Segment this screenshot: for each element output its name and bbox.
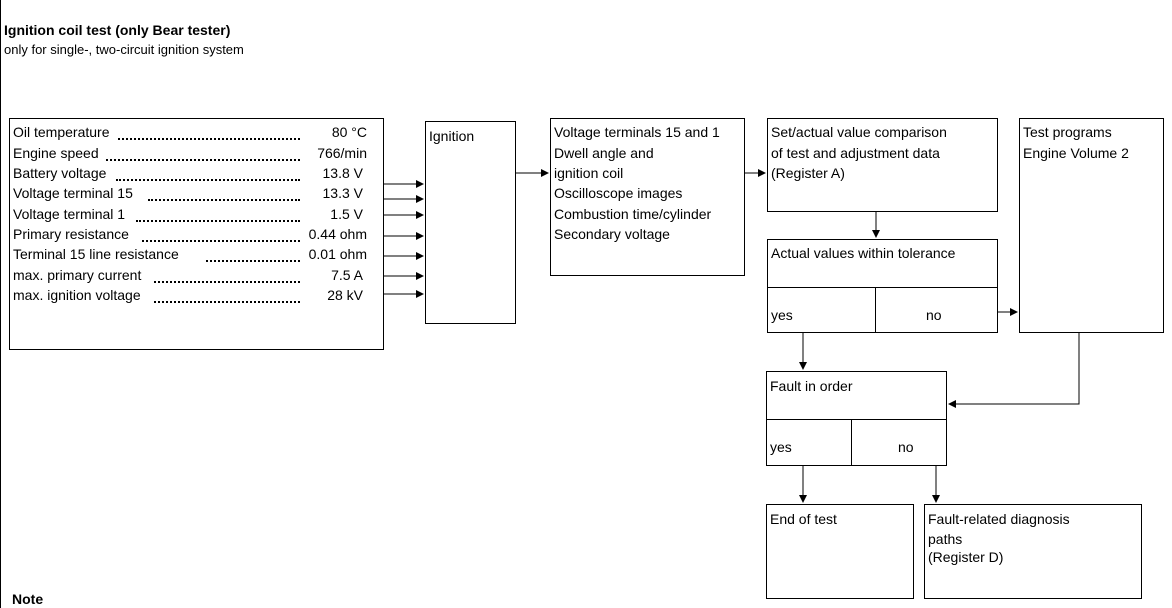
end-of-test-box: End of test bbox=[766, 504, 914, 599]
value-label: Voltage terminal 1 bbox=[13, 206, 126, 222]
measurement-line: Oscilloscope images bbox=[554, 185, 683, 201]
fault-yes-label: yes bbox=[770, 439, 792, 455]
leader-dots bbox=[142, 239, 300, 242]
diagnosis-line: Fault-related diagnosis bbox=[928, 511, 1070, 527]
note-heading: Note bbox=[12, 591, 44, 607]
value-reading: 766/min bbox=[317, 145, 367, 161]
value-label: Primary resistance bbox=[13, 226, 129, 242]
test-programs-box: Test programs Engine Volume 2 bbox=[1019, 118, 1164, 333]
measurement-line: Voltage terminals 15 and 1 bbox=[554, 124, 720, 140]
fault-decision-box: Fault in order yes no bbox=[766, 371, 947, 466]
leader-dots bbox=[154, 280, 300, 283]
measurement-line: Combustion time/cylinder bbox=[554, 206, 712, 222]
value-reading: 13.8 V bbox=[322, 165, 363, 181]
measurements-box: Voltage terminals 15 and 1 Dwell angle a… bbox=[550, 118, 745, 276]
leader-dots bbox=[116, 178, 300, 181]
measurement-line: Dwell angle and bbox=[554, 145, 654, 161]
diagnosis-line: paths bbox=[928, 531, 963, 547]
page-title: Ignition coil test (only Bear tester) bbox=[4, 22, 231, 38]
page-subtitle: only for single-, two-circuit ignition s… bbox=[4, 42, 244, 57]
value-reading: 0.44 ohm bbox=[308, 226, 367, 242]
diagnosis-line: (Register D) bbox=[928, 549, 1004, 565]
leader-dots bbox=[118, 137, 300, 140]
value-label: Battery voltage bbox=[13, 165, 107, 181]
comparison-line: (Register A) bbox=[771, 165, 845, 181]
left-border-rule bbox=[0, 0, 1, 608]
leader-dots bbox=[206, 259, 300, 262]
value-label: Engine speed bbox=[13, 145, 99, 161]
tolerance-no-label: no bbox=[926, 307, 942, 323]
fault-diagnosis-box: Fault-related diagnosis paths (Register … bbox=[924, 504, 1142, 599]
value-reading: 13.3 V bbox=[322, 185, 363, 201]
leader-dots bbox=[136, 219, 300, 222]
value-label: max. ignition voltage bbox=[13, 287, 141, 303]
value-reading: 80 °C bbox=[331, 124, 367, 140]
measurement-line: ignition coil bbox=[554, 165, 624, 181]
decision-divider bbox=[767, 419, 946, 420]
value-reading: 28 kV bbox=[327, 287, 363, 303]
ignition-box: Ignition bbox=[425, 121, 516, 324]
comparison-line: Set/actual value comparison bbox=[771, 124, 947, 140]
value-reading: 7.5 A bbox=[331, 267, 363, 283]
value-reading: 1.5 V bbox=[330, 206, 363, 222]
decision-divider bbox=[851, 419, 852, 465]
fault-no-label: no bbox=[898, 439, 914, 455]
value-label: Oil temperature bbox=[13, 124, 110, 140]
comparison-line: of test and adjustment data bbox=[771, 145, 940, 161]
value-label: Voltage terminal 15 bbox=[13, 185, 133, 201]
tolerance-yes-label: yes bbox=[771, 307, 793, 323]
tolerance-question: Actual values within tolerance bbox=[771, 245, 956, 261]
leader-dots bbox=[148, 198, 300, 201]
ignition-label: Ignition bbox=[429, 128, 475, 144]
tolerance-decision-box: Actual values within tolerance yes no bbox=[767, 239, 998, 333]
value-label: Terminal 15 line resistance bbox=[13, 246, 179, 262]
end-of-test-label: End of test bbox=[770, 511, 837, 527]
fault-question: Fault in order bbox=[770, 378, 853, 394]
decision-divider bbox=[768, 287, 997, 288]
test-programs-line: Engine Volume 2 bbox=[1023, 145, 1129, 161]
comparison-box: Set/actual value comparison of test and … bbox=[767, 118, 998, 212]
leader-dots bbox=[106, 158, 300, 161]
arrow-test-programs-to-fault bbox=[948, 333, 1080, 408]
value-label: max. primary current bbox=[13, 267, 142, 283]
test-values-box: Oil temperature 80 °C Engine speed 766/m… bbox=[9, 118, 384, 350]
leader-dots bbox=[154, 300, 300, 303]
measurement-line: Secondary voltage bbox=[554, 226, 670, 242]
test-programs-line: Test programs bbox=[1023, 124, 1112, 140]
decision-divider bbox=[875, 287, 876, 332]
value-reading: 0.01 ohm bbox=[308, 246, 367, 262]
